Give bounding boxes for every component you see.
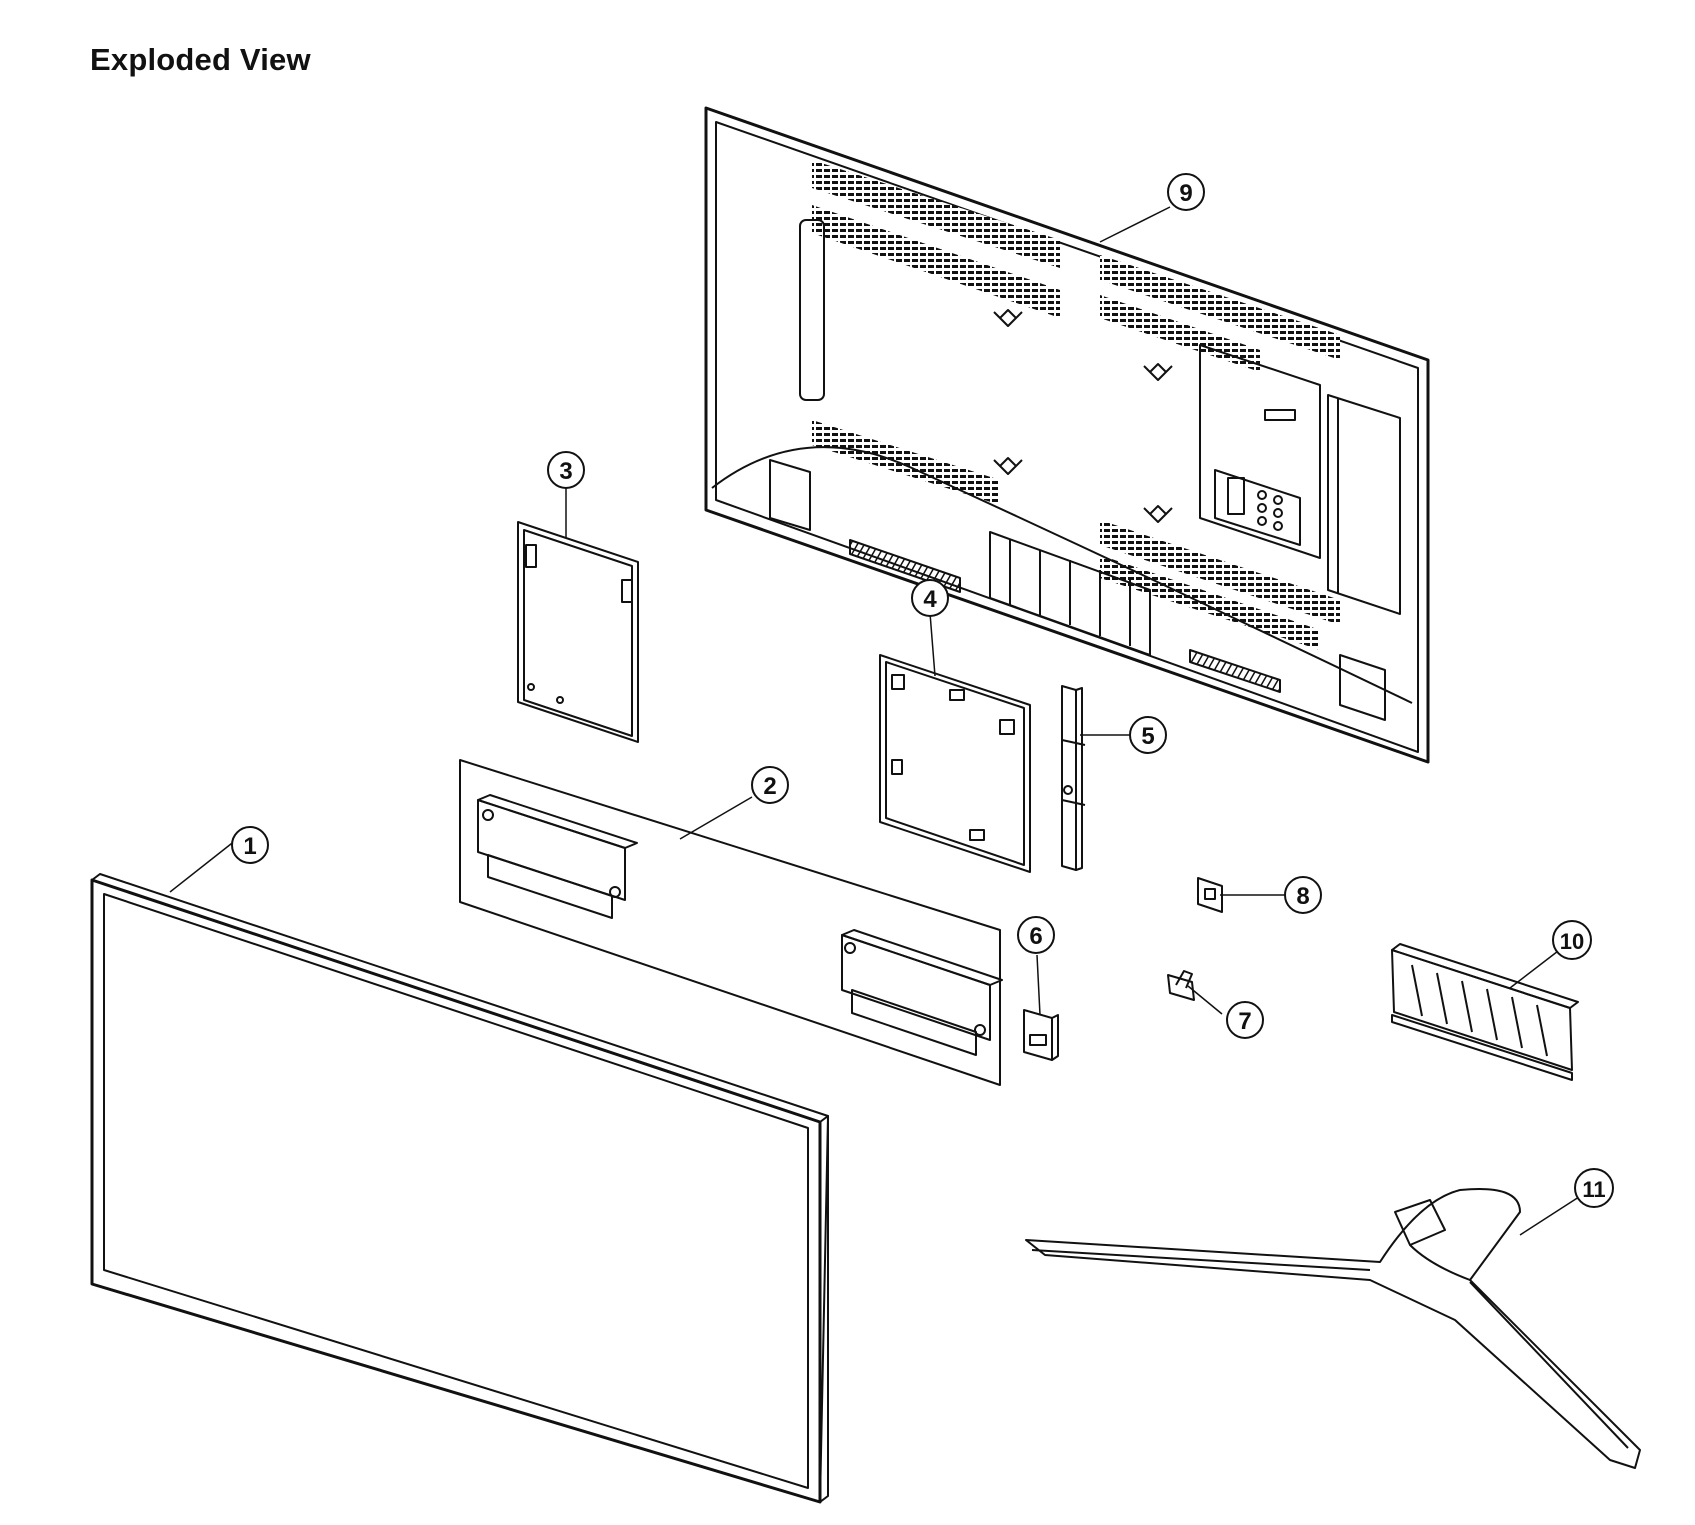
main-board: [879, 654, 1031, 873]
callout-11: 11: [1574, 1168, 1614, 1208]
function-board: [1023, 1009, 1059, 1061]
callout-1: 1: [231, 826, 269, 864]
callout-4: 4: [911, 579, 949, 617]
callout-7: 7: [1226, 1001, 1264, 1039]
page-title: Exploded View: [90, 42, 311, 77]
callout-3: 3: [547, 451, 585, 489]
svg-text:10: 10: [1560, 929, 1584, 954]
callout-2: 2: [751, 766, 789, 804]
leader-lines: [169, 206, 1583, 1236]
svg-text:2: 2: [763, 773, 776, 800]
svg-text:1: 1: [243, 833, 256, 860]
speaker-assembly: [459, 759, 1003, 1086]
front-bezel-panel: [90, 873, 829, 1504]
callout-5: 5: [1129, 716, 1167, 754]
svg-text:3: 3: [559, 458, 572, 485]
callout-9: 9: [1167, 173, 1205, 211]
svg-text:11: 11: [1582, 1177, 1605, 1202]
small-bracket: [1197, 877, 1223, 913]
svg-text:4: 4: [923, 586, 937, 613]
stand-guide: [1391, 943, 1579, 1081]
svg-text:8: 8: [1296, 883, 1309, 910]
svg-text:9: 9: [1179, 180, 1192, 207]
small-clip: [1167, 970, 1195, 1001]
svg-text:7: 7: [1238, 1008, 1251, 1035]
callouts: 1 2 3 4 5 6 7 8: [231, 173, 1614, 1208]
svg-text:5: 5: [1141, 723, 1154, 750]
callout-8: 8: [1284, 876, 1322, 914]
stand-base: [1025, 1188, 1641, 1469]
callout-6: 6: [1017, 916, 1055, 954]
terminal-bracket: [1061, 685, 1086, 871]
rear-cover: [704, 106, 1430, 764]
svg-text:6: 6: [1029, 923, 1042, 950]
callout-10: 10: [1552, 920, 1592, 960]
power-board: [517, 521, 639, 743]
